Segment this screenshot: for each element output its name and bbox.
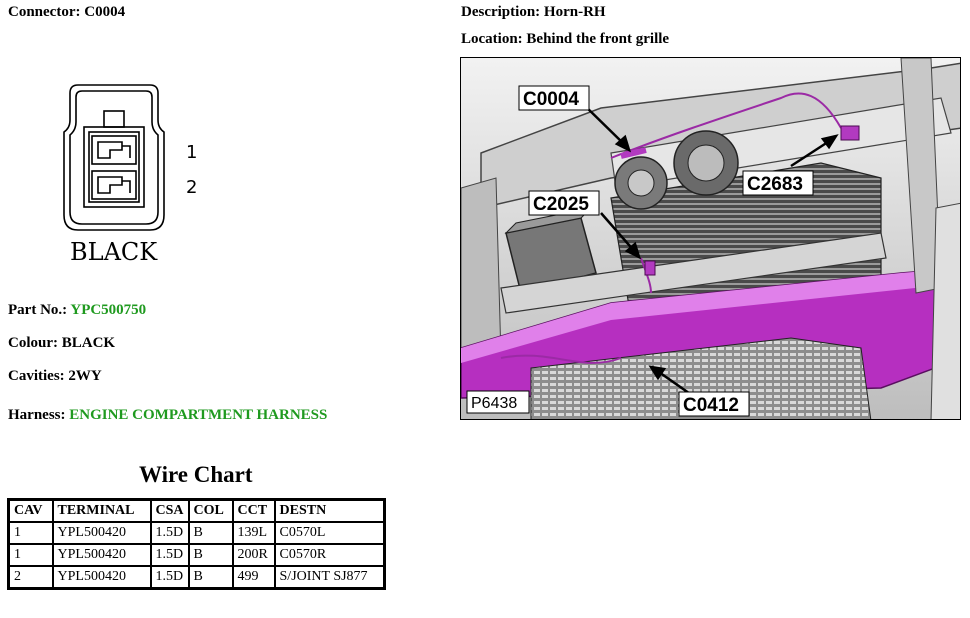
cell-cav: 1 xyxy=(7,543,54,567)
cell-col: B xyxy=(187,565,234,590)
cell-terminal: YPL500420 xyxy=(51,521,152,545)
description: Description: Horn-RH xyxy=(461,4,606,20)
header-terminal: TERMINAL xyxy=(51,498,152,523)
harness: Harness: ENGINE COMPARTMENT HARNESS xyxy=(8,407,328,423)
cell-destn: C0570L xyxy=(273,521,386,545)
colour: Colour: BLACK xyxy=(8,335,116,351)
wire-chart-table: CAV TERMINAL CSA COL CCT DESTN 1 YPL5004… xyxy=(7,498,387,590)
cell-destn: S/JOINT SJ877 xyxy=(273,565,386,590)
pin-1-label: 1 xyxy=(186,142,197,163)
wire-chart-title: Wire Chart xyxy=(139,462,253,487)
connector-label: Connector: C0004 xyxy=(8,4,126,20)
table-row: 1 YPL500420 1.5D B 200R C0570R xyxy=(7,543,386,567)
photo-reference: P6438 xyxy=(471,395,517,412)
cell-cav: 1 xyxy=(7,521,54,545)
cavities: Cavities: 2WY xyxy=(8,368,102,384)
cell-col: B xyxy=(187,521,234,545)
part-number-value: YPC500750 xyxy=(70,302,147,318)
callout-c2683: C2683 xyxy=(747,174,803,195)
description-value: Horn-RH xyxy=(543,4,606,20)
location-value: Behind the front grille xyxy=(526,31,670,47)
wire-chart-header-row: CAV TERMINAL CSA COL CCT DESTN xyxy=(7,498,386,523)
cell-csa: 1.5D xyxy=(149,543,190,567)
harness-value: ENGINE COMPARTMENT HARNESS xyxy=(69,407,328,423)
cell-cct: 139L xyxy=(231,521,276,545)
colour-value: BLACK xyxy=(61,335,116,351)
header-cav: CAV xyxy=(7,498,54,523)
callout-c0004: C0004 xyxy=(523,89,579,110)
location: Location: Behind the front grille xyxy=(461,31,670,47)
header-cct: CCT xyxy=(231,498,276,523)
callout-c2025: C2025 xyxy=(533,194,589,215)
cell-csa: 1.5D xyxy=(149,521,190,545)
cell-csa: 1.5D xyxy=(149,565,190,590)
connector-face-diagram: 1 2 BLACK xyxy=(63,84,197,266)
table-row: 2 YPL500420 1.5D B 499 S/JOINT SJ877 xyxy=(7,565,386,590)
location-photo: C0004 C2025 C2683 C0412 P6438 xyxy=(460,57,961,420)
table-row: 1 YPL500420 1.5D B 139L C0570L xyxy=(7,521,386,545)
cell-terminal: YPL500420 xyxy=(51,543,152,567)
cell-terminal: YPL500420 xyxy=(51,565,152,590)
cell-cav: 2 xyxy=(7,565,54,590)
header-csa: CSA xyxy=(149,498,190,523)
header-destn: DESTN xyxy=(273,498,386,523)
pin-2-label: 2 xyxy=(186,177,197,198)
cell-destn: C0570R xyxy=(273,543,386,567)
cell-col: B xyxy=(187,543,234,567)
cell-cct: 499 xyxy=(231,565,276,590)
location-photo-drawing: C0004 C2025 C2683 C0412 P6438 xyxy=(461,58,960,419)
header-col: COL xyxy=(187,498,234,523)
connector-colour-label: BLACK xyxy=(70,238,158,266)
part-number: Part No.: YPC500750 xyxy=(8,302,147,318)
callout-c0412: C0412 xyxy=(683,395,739,416)
cell-cct: 200R xyxy=(231,543,276,567)
cavities-value: 2WY xyxy=(68,368,102,384)
connector-id: C0004 xyxy=(84,4,126,20)
